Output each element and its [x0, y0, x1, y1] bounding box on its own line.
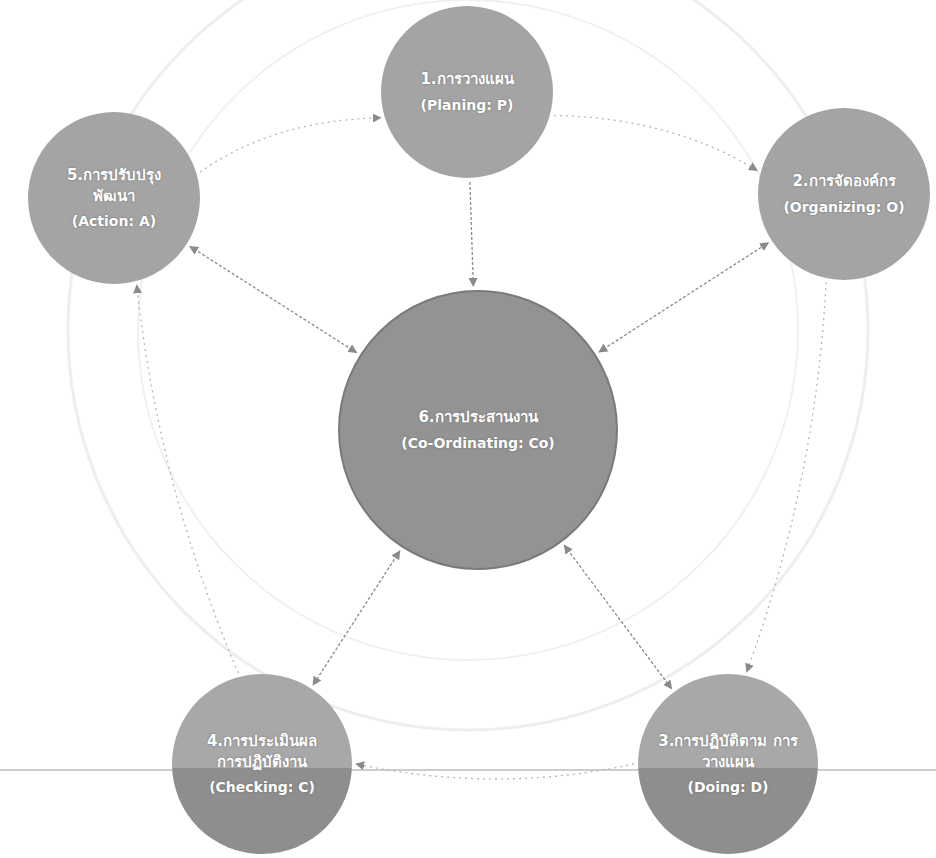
step-circle: 2.การจัดองค์กร (Organizing: O): [758, 108, 930, 280]
step-title: 6.การประสานงาน: [370, 407, 587, 427]
step-code: (Planing: P): [400, 96, 533, 115]
step-code: (Doing: D): [658, 778, 798, 797]
step-title: 2.การจัดองค์กร: [777, 171, 910, 191]
step-code: (Action: A): [47, 212, 180, 231]
cycle-arrow: [747, 282, 826, 672]
step-code: (Organizing: O): [777, 198, 910, 217]
step-title: 1.การวางแผน: [400, 69, 533, 89]
link-arrow: [599, 243, 768, 352]
cycle-arrow: [356, 764, 634, 779]
circle-text-group: 6.การประสานงาน (Co-Ordinating: Co): [370, 407, 587, 452]
circle-text-group: 5.การปรับปรุง พัฒนา (Action: A): [47, 165, 180, 230]
watermark-ring: [138, 0, 798, 660]
step-code: (Co-Ordinating: Co): [370, 434, 587, 453]
step-circle: 5.การปรับปรุง พัฒนา (Action: A): [28, 112, 200, 284]
circle-text-group: 1.การวางแผน (Planing: P): [400, 69, 533, 114]
cycle-arrow: [200, 118, 381, 172]
step-circle: 4.การประเมินผล การปฏิบัติงาน (Checking: C…: [172, 674, 352, 854]
step-title: 3.การปฏิบัติตาม การวางแผน: [658, 731, 798, 772]
circle-text-group: 2.การจัดองค์กร (Organizing: O): [777, 171, 910, 216]
link-arrow: [190, 246, 357, 352]
step-code: (Checking: C): [192, 778, 332, 797]
cycle-arrow: [554, 116, 757, 171]
center-circle: 6.การประสานงาน (Co-Ordinating: Co): [338, 290, 618, 570]
step-title: 5.การปรับปรุง พัฒนา: [47, 165, 180, 206]
circle-text-group: 4.การประเมินผล การปฏิบัติงาน (Checking: C…: [192, 731, 332, 796]
step-circle: 1.การวางแผน (Planing: P): [381, 6, 553, 178]
watermark-ring: [68, 0, 868, 730]
cycle-arrow: [137, 285, 238, 673]
link-arrow: [564, 545, 671, 688]
link-arrow: [313, 551, 400, 685]
step-circle: 3.การปฏิบัติตาม การวางแผน (Doing: D): [638, 674, 818, 854]
link-arrow: [470, 182, 473, 286]
step-title: 4.การประเมินผล การปฏิบัติงาน: [192, 731, 332, 772]
circle-text-group: 3.การปฏิบัติตาม การวางแผน (Doing: D): [658, 731, 798, 796]
